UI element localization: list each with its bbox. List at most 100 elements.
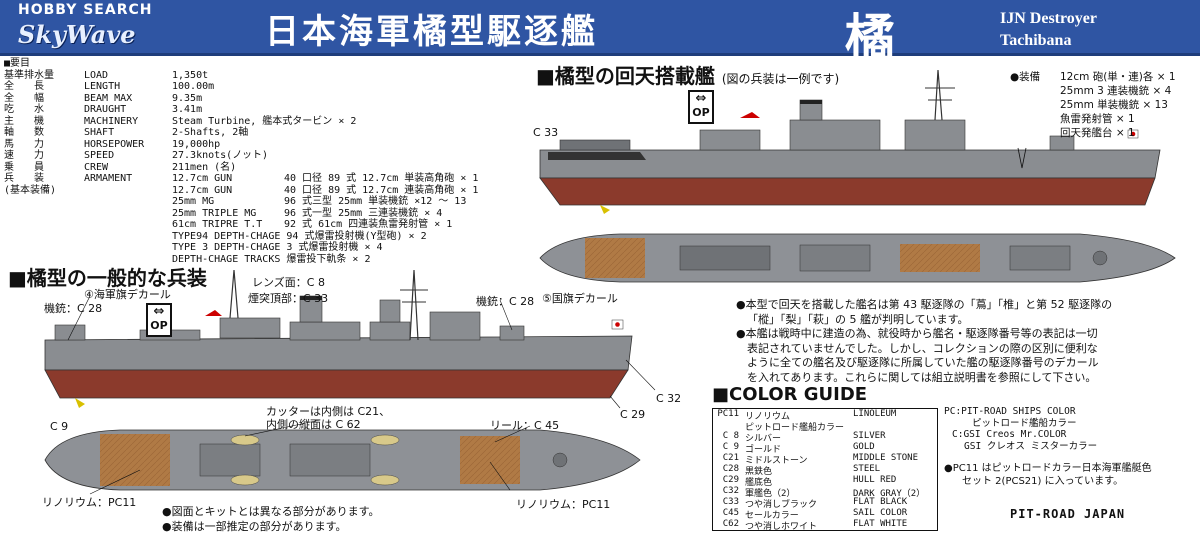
color-code: C29 [722, 475, 739, 485]
general-main-mast [409, 269, 419, 341]
kaiten-section-heading: ■橘型の回天搭載艦 (図の兵装は一例です) [536, 64, 840, 88]
color-jp: 艦底色 [745, 478, 773, 488]
spec-val: 12.7cm GUN [172, 173, 233, 184]
color-en: SAIL COLOR [853, 508, 908, 518]
brand-logo-text: SkyWave [18, 20, 136, 49]
label-lino-right: リノリウム：PC11 [516, 498, 611, 511]
title-en-line2: Tachibana [1000, 32, 1072, 49]
spec-desc: 40 口径 89 式 12.7cm 連装高角砲 × 1 [284, 184, 479, 196]
color-guide-legend: PC:PIT-ROAD SHIPS COLOR ピットロード艦船カラー C:GS… [944, 406, 1098, 452]
spec-val: 61cm TRIPRE T.T [172, 219, 263, 230]
spec-val: Steam Turbine, 艦本式タービン × 2 [172, 115, 357, 127]
spec-en: BEAM MAX [84, 92, 133, 104]
color-code: C45 [722, 508, 739, 518]
general-lino-fore [460, 436, 520, 484]
spec-val: 19,000hp [172, 138, 221, 150]
color-en: LINOLEUM [853, 409, 897, 419]
brand-top-text: HOBBY SEARCH [18, 2, 153, 18]
kaiten-note-line: 表記されていませんでした。しかし、コレクションの際の区別に便利な [747, 341, 1098, 355]
spec-row: TYPE 3 DEPTH-CHAGE 3 式爆雷投射機 × 4 [4, 242, 524, 254]
spec-jp: 乗 員 [4, 161, 44, 173]
spec-val: 12.7cm GUN [172, 184, 233, 196]
note-partial-estimate: ●装備は一部推定の部分があります。 [162, 520, 347, 533]
header-banner: HOBBY SEARCH SkyWave 日本海軍橘型駆逐艦 橘 IJN Des… [0, 0, 1200, 67]
color-code: C 8 [722, 431, 739, 441]
label-cutter-2: 内側の縦面は C 62 [266, 418, 361, 431]
spec-jp: 全 長 [4, 81, 44, 92]
color-jp: リノリウム [745, 412, 791, 422]
color-en: GOLD [853, 442, 875, 452]
spec-jp: 兵 装 [4, 173, 44, 184]
spec-en: MACHINERY [84, 115, 139, 127]
color-code: C 9 [722, 442, 739, 452]
spec-en: SHAFT [84, 127, 115, 138]
kaiten-lino-aft [585, 238, 645, 278]
color-jp: 軍艦色（2） [745, 489, 796, 499]
spec-val: TYPE94 DEPTH-CHAGE 94 式爆雷投射機(Y型砲) × 2 [172, 230, 427, 242]
title-en-line1: IJN Destroyer [1000, 10, 1098, 27]
spec-jp: 吃 水 [4, 104, 44, 115]
kaiten-notes: ●本型で回天を搭載した艦名は第 43 駆逐隊の「蔦」「椎」と第 52 駆逐隊の「… [736, 298, 1196, 385]
color-jp: シルバー [745, 434, 782, 444]
kaiten-mast [934, 69, 943, 121]
spec-val: 2-Shafts, 2軸 [172, 127, 249, 138]
spec-row: 馬 力 HORSEPOWER 19,000hp [4, 139, 524, 151]
spec-heading: ■要目 [4, 58, 31, 69]
spec-en: LOAD [84, 69, 109, 81]
general-ship-profile [44, 269, 656, 409]
spec-en: DRAUGHT [84, 104, 127, 115]
general-navy-flag [205, 310, 222, 316]
spec-row: DEPTH-CHAGE TRACKS 爆雷投下軌条 × 2 [4, 254, 524, 266]
spec-desc: 40 口径 89 式 12.7cm 単装高角砲 × 1 [284, 173, 479, 184]
equipment-item: 回天発艦台 × 1 [1060, 127, 1135, 139]
op-badge-kaiten: ⇔ OP [688, 90, 714, 124]
kaiten-note-line: 「樅」「梨」「萩」の 5 艦が判明しています。 [747, 312, 969, 326]
general-propeller [75, 398, 85, 408]
label-c29: C 29 [620, 408, 646, 421]
color-code: C28 [722, 464, 739, 474]
color-en: FLAT WHITE [853, 519, 908, 529]
color-guide-title: ■COLOR GUIDE [712, 384, 868, 405]
color-jp: ピットロード艦船カラー [745, 423, 845, 433]
brand-logo: HOBBY SEARCH SkyWave [18, 2, 168, 52]
spec-val: 211men (名) [172, 161, 237, 173]
spec-en: HORSEPOWER [84, 138, 145, 150]
label-mg-right: 機銃：C 28 [476, 295, 535, 308]
kaiten-torpedo [548, 152, 646, 160]
spec-jp: 馬 力 [4, 138, 44, 150]
general-ship-topview [44, 419, 641, 495]
spec-val: 100.00m [172, 81, 215, 92]
color-code: C33 [722, 497, 739, 507]
color-en: HULL RED [853, 475, 897, 485]
kaiten-note-line: ●本型で回天を搭載した艦名は第 43 駆逐隊の「蔦」「椎」と第 52 駆逐隊の [736, 298, 1113, 311]
kaiten-equipment-list: ●装備 [1010, 71, 1041, 83]
color-en: DARK GRAY（2） [853, 489, 926, 499]
spec-val: 1,350t [172, 69, 209, 81]
color-en: FLAT BLACK [853, 497, 908, 507]
spec-en: SPEED [84, 150, 115, 161]
spec-jp: 全 幅 [4, 92, 44, 104]
label-lino-left: リノリウム：PC11 [42, 496, 137, 509]
op-arrows-icon: ⇔ [153, 304, 165, 319]
equipment-item: 25mm 3 連装機銃 × 4 [1060, 85, 1172, 97]
kaiten-navy-flag [740, 112, 760, 118]
label-c32: C 32 [656, 392, 682, 405]
spec-jp: 速 力 [4, 150, 44, 161]
color-jp: つや消しホワイト [745, 522, 818, 532]
spec-jp: 軸 数 [4, 127, 44, 138]
label-navy-flag: ④海軍旗デカール [84, 288, 171, 301]
